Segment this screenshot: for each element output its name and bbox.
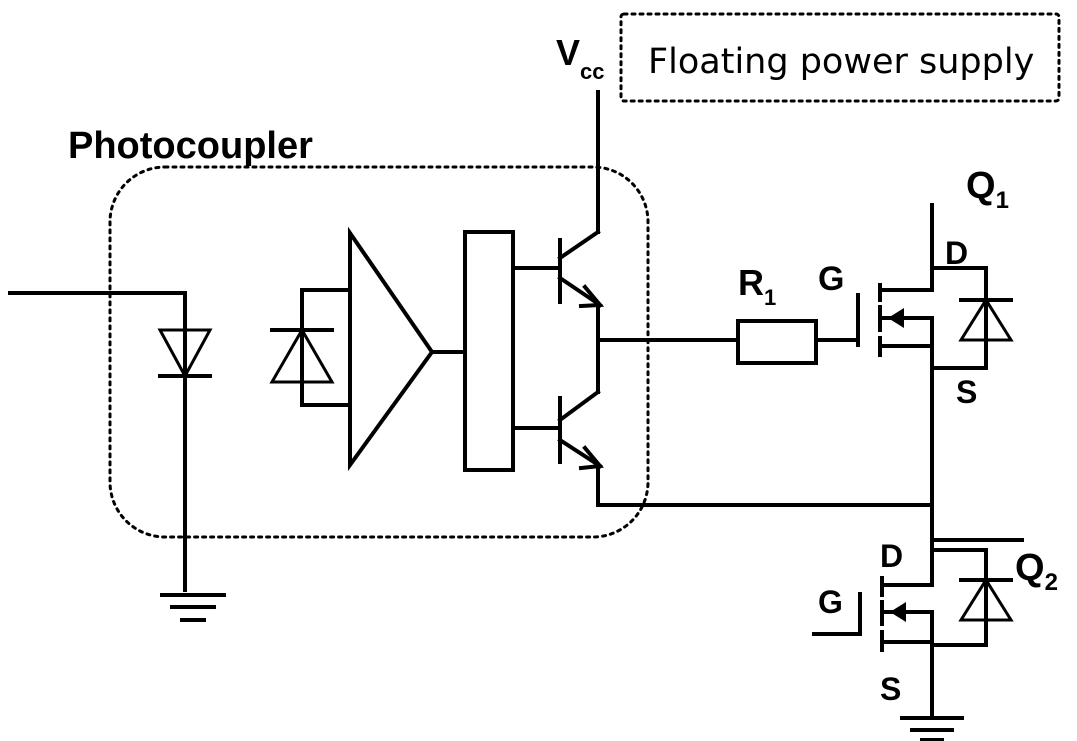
q1-drain-label: D: [945, 235, 968, 271]
gate-resistor-r1: [736, 319, 818, 365]
q2-drain-label: D: [880, 538, 903, 574]
r1-label: R1: [738, 262, 776, 310]
vcc-label: Vcc: [556, 32, 605, 84]
ground-symbol-input: [160, 593, 226, 622]
lower-output-transistor: [511, 303, 604, 507]
q1-gate-label: G: [818, 260, 844, 298]
q2-source-label: S: [880, 671, 901, 707]
input-led: [8, 291, 213, 592]
floating-supply-box: [619, 12, 1061, 103]
q1-label: Q1: [966, 165, 1009, 214]
photocoupler-boundary: [108, 165, 650, 539]
photodiode: [269, 288, 350, 407]
amplifier-triangle: [348, 226, 435, 472]
photocoupler-label: Photocoupler: [68, 125, 313, 167]
floating-supply-label: Floating power supply: [648, 42, 1034, 82]
q2-label: Q2: [1015, 547, 1058, 596]
mosfet-q2: [812, 503, 1024, 717]
ground-symbol-output: [900, 716, 964, 741]
mosfet-q1: [856, 203, 1014, 507]
driver-block: [463, 230, 515, 472]
q2-gate-label: G: [818, 584, 843, 620]
q1-source-label: S: [956, 374, 977, 410]
upper-output-transistor: [511, 90, 605, 309]
